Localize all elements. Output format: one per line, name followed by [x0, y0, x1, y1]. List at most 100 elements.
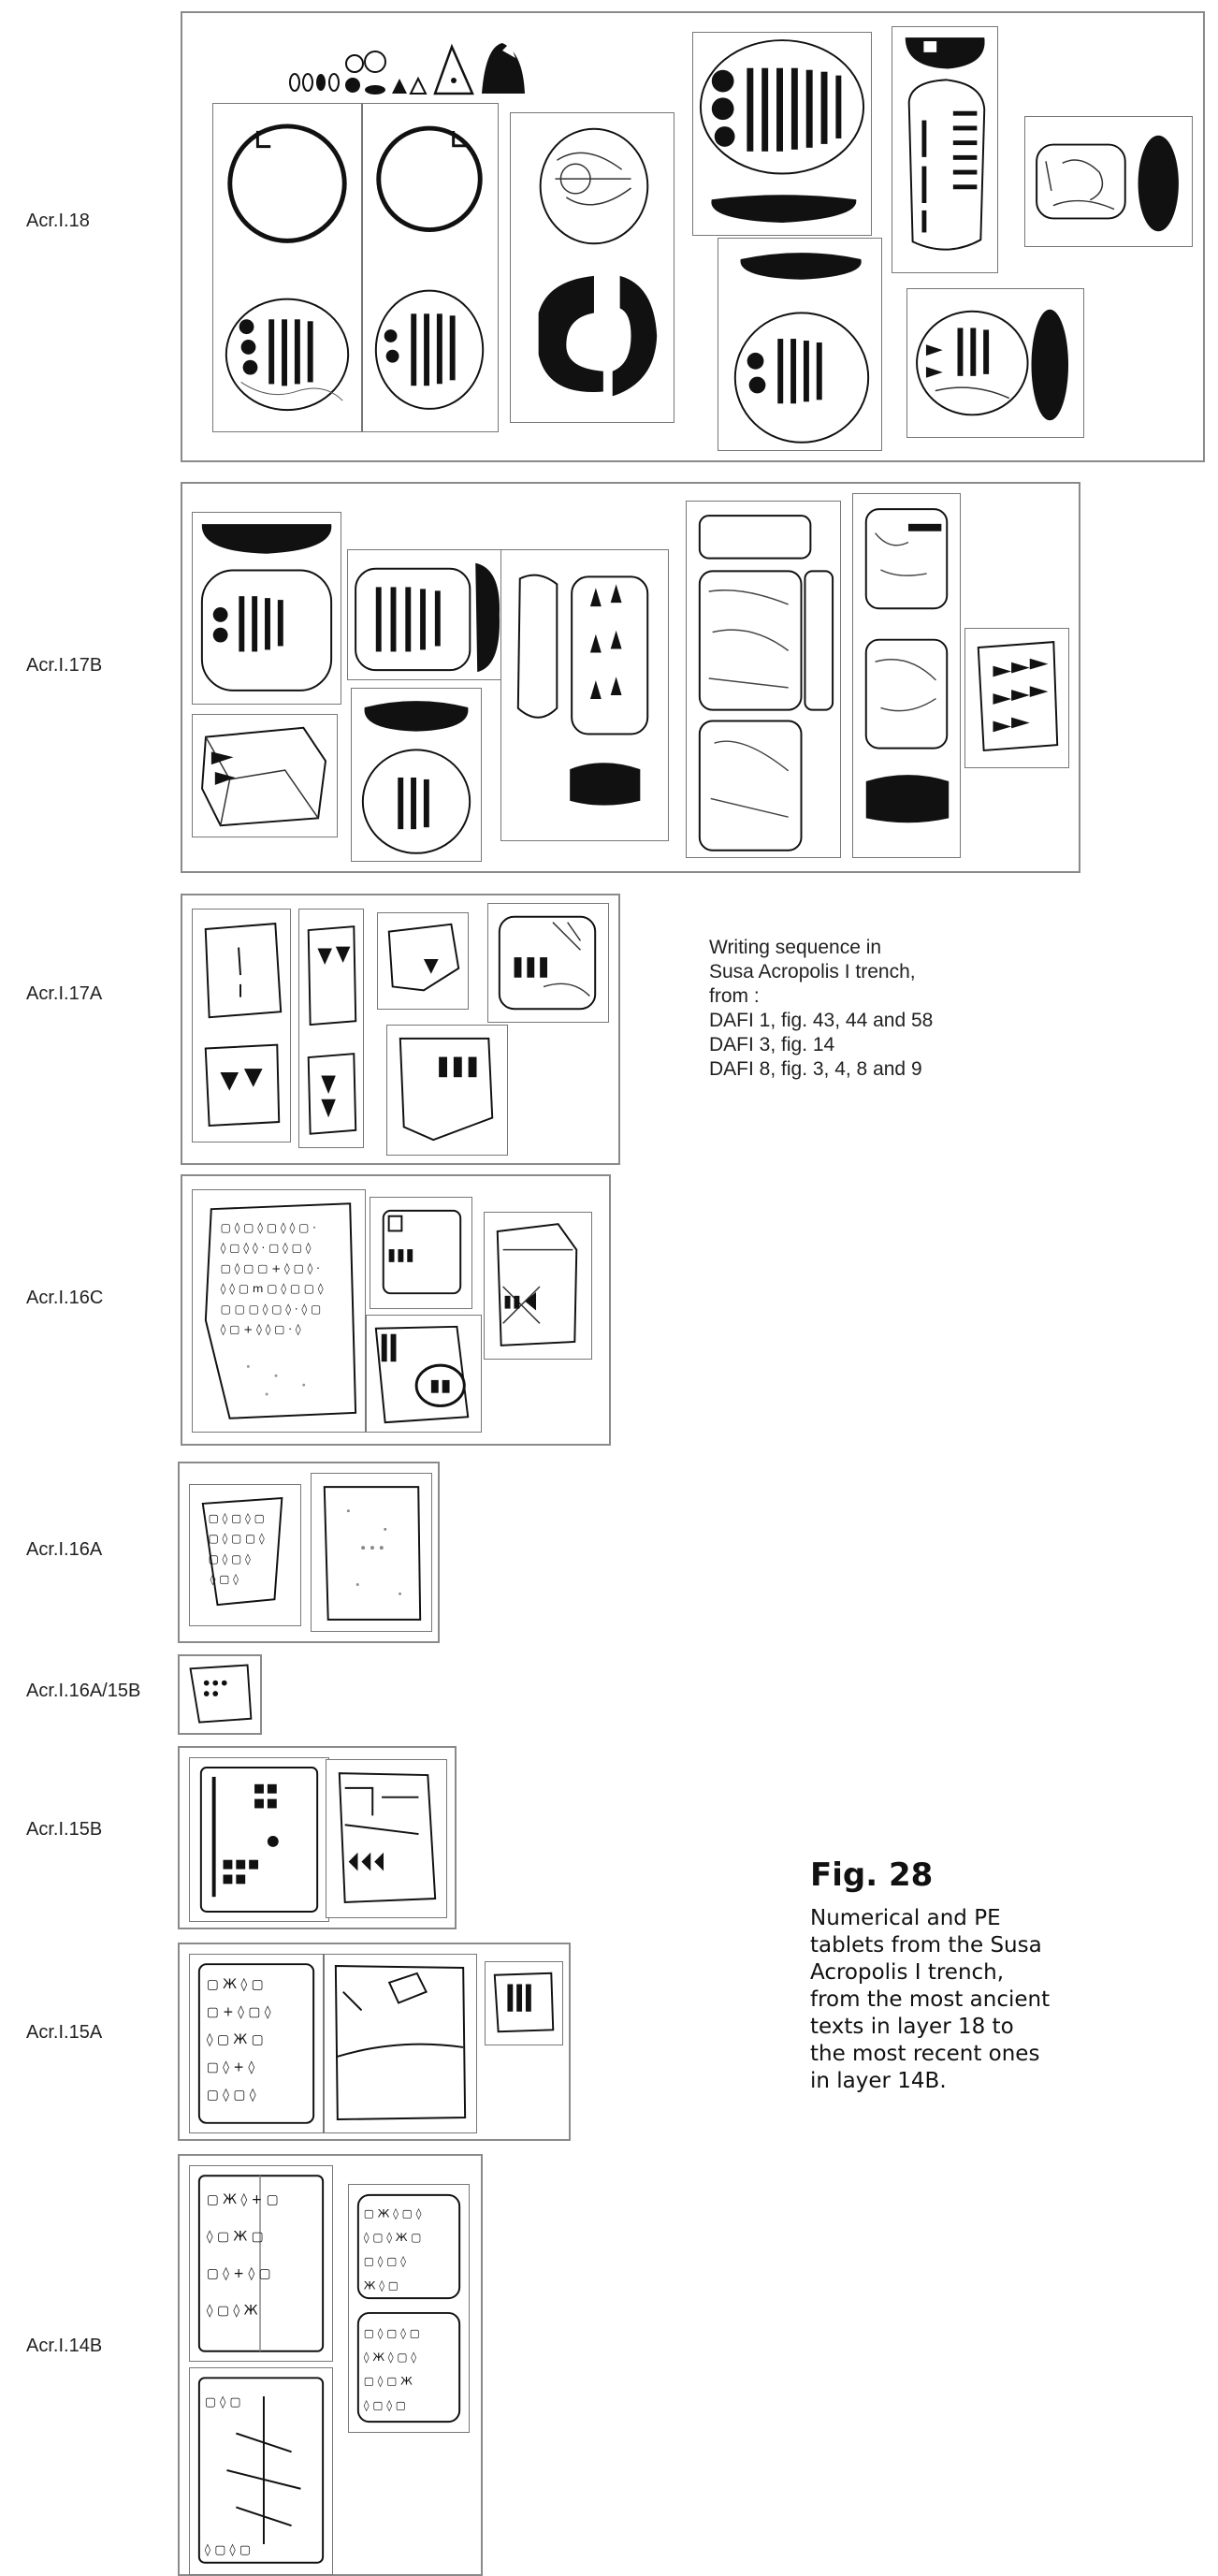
- panel-layer-15a: ▢ Ж ◊ ▢ ▢ + ◊ ▢ ◊ ◊ ▢ Ж ▢ ▢ ◊ + ◊ ▢ ◊ ▢ …: [178, 1943, 571, 2141]
- bulla-outline-box-2: [362, 103, 499, 432]
- svg-text:Ж ◊ ▢: Ж ◊ ▢: [364, 2278, 399, 2292]
- panel-layer-14b: ▢ Ж ◊ + ▢ ◊ ▢ Ж ▢ ▢ ◊ + ◊ ▢ ◊ ▢ ◊ Ж ▢ ◊ …: [178, 2154, 483, 2576]
- panel-layer-16a-15b: [178, 1654, 262, 1735]
- svg-text:▢ Ж ◊ + ▢: ▢ Ж ◊ + ▢: [207, 2192, 279, 2207]
- layer-label-16c: Acr.I.16C: [26, 1288, 104, 1308]
- tablet-box-4: [718, 238, 882, 451]
- tablet-box-15b-2: [326, 1759, 447, 1918]
- svg-text:▢ ◊ ▢: ▢ ◊ ▢: [205, 2395, 241, 2409]
- source-note-line: Susa Acropolis I trench,: [709, 961, 916, 982]
- tablet-box-17a-2: [298, 909, 364, 1148]
- svg-text:◊ ▢ ◊ ◊ · ▢ ◊ ▢ ◊: ◊ ▢ ◊ ◊ · ▢ ◊ ▢ ◊: [221, 1242, 312, 1255]
- source-note: Writing sequence in Susa Acropolis I tre…: [709, 936, 933, 1082]
- svg-text:◊ ▢ ◊ Ж: ◊ ▢ ◊ Ж: [207, 2303, 258, 2318]
- tablet-box-3: [1024, 116, 1193, 247]
- layer-label-17a: Acr.I.17A: [26, 983, 103, 1004]
- panel-layer-17a: [181, 894, 620, 1165]
- caption-line: Acropolis I trench,: [810, 1960, 1005, 1985]
- figure-caption: Numerical and PE tablets from the Susa A…: [810, 1905, 1091, 2095]
- svg-text:▢ ◊ ▢ ◊ ▢: ▢ ◊ ▢ ◊ ▢: [209, 1512, 265, 1525]
- layer-label-18: Acr.I.18: [26, 211, 90, 231]
- token-row-drawing: [289, 43, 525, 95]
- layer-label-16a: Acr.I.16A: [26, 1539, 103, 1560]
- panel-layer-18: [181, 11, 1205, 462]
- tablet-box-5: [906, 288, 1084, 438]
- svg-text:▢ ◊ ▢ ▢ ◊: ▢ ◊ ▢ ▢ ◊: [209, 1532, 265, 1545]
- caption-line: texts in layer 18 to: [810, 2015, 1014, 2039]
- svg-text:▢ ◊ ▢ ◊ ▢ ◊ ◊ ▢ ·: ▢ ◊ ▢ ◊ ▢ ◊ ◊ ▢ ·: [221, 1221, 316, 1234]
- svg-text:◊ ◊ ▢ m ▢ ◊ ▢ ▢ ◊: ◊ ◊ ▢ m ▢ ◊ ▢ ▢ ◊: [221, 1282, 324, 1295]
- tablet-box-15a-3: [485, 1961, 563, 2045]
- svg-text:◊ ▢ ◊ ▢: ◊ ▢ ◊ ▢: [364, 2398, 406, 2411]
- source-note-line: DAFI 8, fig. 3, 4, 8 and 9: [709, 1058, 922, 1080]
- tablet-box-16a-1: ▢ ◊ ▢ ◊ ▢ ▢ ◊ ▢ ▢ ◊ ▢ ◊ ▢ ◊ ◊ ▢ ◊: [189, 1484, 301, 1626]
- source-note-line: from :: [709, 985, 760, 1007]
- svg-text:▢ ◊ ▢ ◊: ▢ ◊ ▢ ◊: [364, 2255, 406, 2268]
- caption-line: in layer 14B.: [810, 2069, 947, 2093]
- tablet-box-16c-1: ▢ ◊ ▢ ◊ ▢ ◊ ◊ ▢ · ◊ ▢ ◊ ◊ · ▢ ◊ ▢ ◊ ▢ ◊ …: [192, 1189, 366, 1433]
- source-note-line: DAFI 3, fig. 14: [709, 1034, 835, 1055]
- svg-text:▢ ▢ ▢ ◊ ▢ ◊ · ◊ ▢: ▢ ▢ ▢ ◊ ▢ ◊ · ◊ ▢: [221, 1303, 322, 1316]
- tablet-box-17b-7: [852, 493, 961, 858]
- tablet-box-16a-2: [311, 1473, 432, 1632]
- layer-label-17b: Acr.I.17B: [26, 655, 103, 676]
- svg-text:▢ ◊ ▢ Ж: ▢ ◊ ▢ Ж: [364, 2375, 413, 2388]
- layer-label-15b: Acr.I.15B: [26, 1819, 103, 1840]
- tablet-box-17b-2: [192, 714, 338, 837]
- panel-layer-16c: ▢ ◊ ▢ ◊ ▢ ◊ ◊ ▢ · ◊ ▢ ◊ ◊ · ▢ ◊ ▢ ◊ ▢ ◊ …: [181, 1174, 611, 1446]
- tablet-box-16c-3: [366, 1315, 482, 1433]
- source-note-line: DAFI 1, fig. 43, 44 and 58: [709, 1010, 934, 1031]
- svg-text:▢ ◊ + ◊ ▢: ▢ ◊ + ◊ ▢: [207, 2266, 271, 2281]
- envelope-fragment-box: [510, 112, 674, 423]
- tablet-box-17b-8: [964, 628, 1069, 768]
- tablet-box-14b-1: ▢ Ж ◊ + ▢ ◊ ▢ Ж ▢ ▢ ◊ + ◊ ▢ ◊ ▢ ◊ Ж: [189, 2165, 333, 2362]
- layer-label-15a: Acr.I.15A: [26, 2022, 103, 2043]
- tablet-box-17a-3: [377, 912, 469, 1010]
- svg-text:▢ ◊ ▢ ◊: ▢ ◊ ▢ ◊: [209, 1552, 251, 1565]
- tablet-box-17b-6: [686, 501, 841, 858]
- svg-text:▢ ◊ ▢ ◊: ▢ ◊ ▢ ◊: [207, 2088, 256, 2103]
- figure-title: Fig. 28: [810, 1856, 934, 1894]
- svg-text:◊ ▢ Ж ▢: ◊ ▢ Ж ▢: [207, 2032, 264, 2047]
- tablet-box-17b-5: [500, 549, 669, 841]
- tablet-box-16c-2: [370, 1197, 472, 1309]
- svg-text:◊ ▢ + ◊ ◊ ▢ · ◊: ◊ ▢ + ◊ ◊ ▢ · ◊: [221, 1323, 301, 1336]
- svg-text:▢ ◊ ▢ ◊ ▢: ▢ ◊ ▢ ◊ ▢: [364, 2327, 420, 2340]
- svg-text:▢ ◊ ▢ ▢ + ◊ ▢ ◊ ·: ▢ ◊ ▢ ▢ + ◊ ▢ ◊ ·: [221, 1261, 320, 1274]
- tablet-box-1: [692, 32, 872, 236]
- svg-text:◊ Ж ◊ ▢ ◊: ◊ Ж ◊ ▢ ◊: [364, 2350, 417, 2364]
- tablet-box-16c-4: [484, 1212, 592, 1360]
- panel-layer-17b: [181, 482, 1080, 873]
- tablet-box-14b-2: ▢ ◊ ▢ ◊ ▢ ◊ ▢: [189, 2367, 333, 2575]
- svg-text:▢ Ж ◊ ▢: ▢ Ж ◊ ▢: [207, 1977, 264, 1992]
- tablet-box-15a-1: ▢ Ж ◊ ▢ ▢ + ◊ ▢ ◊ ◊ ▢ Ж ▢ ▢ ◊ + ◊ ▢ ◊ ▢ …: [189, 1954, 324, 2133]
- svg-text:▢ ◊ + ◊: ▢ ◊ + ◊: [207, 2060, 255, 2075]
- tablet-box-17a-1: [192, 909, 291, 1142]
- panel-layer-16a: ▢ ◊ ▢ ◊ ▢ ▢ ◊ ▢ ▢ ◊ ▢ ◊ ▢ ◊ ◊ ▢ ◊: [178, 1462, 440, 1643]
- tablet-box-17a-5: [386, 1025, 508, 1156]
- tablet-box-17b-1: [192, 512, 341, 705]
- panel-layer-15b: [178, 1746, 457, 1929]
- bulla-outline-box: [212, 103, 362, 432]
- tablet-box-15a-2: [324, 1954, 477, 2133]
- layer-label-16a-15b: Acr.I.16A/15B: [26, 1681, 141, 1701]
- tablet-box-17b-3: [347, 549, 506, 680]
- svg-text:▢ Ж ◊ ▢ ◊: ▢ Ж ◊ ▢ ◊: [364, 2207, 422, 2220]
- caption-line: the most recent ones: [810, 2042, 1040, 2066]
- svg-text:▢ + ◊ ▢ ◊: ▢ + ◊ ▢ ◊: [207, 2004, 271, 2019]
- svg-text:◊ ▢ ◊ ▢: ◊ ▢ ◊ ▢: [205, 2543, 251, 2557]
- svg-text:◊ ▢ ◊ Ж ▢: ◊ ▢ ◊ Ж ▢: [364, 2231, 422, 2244]
- source-note-line: Writing sequence in: [709, 937, 882, 958]
- caption-line: tablets from the Susa: [810, 1933, 1042, 1957]
- tablet-box-14b-3: ▢ Ж ◊ ▢ ◊ ◊ ▢ ◊ Ж ▢ ▢ ◊ ▢ ◊ Ж ◊ ▢ ▢ ◊ ▢ …: [348, 2184, 470, 2433]
- caption-line: from the most ancient: [810, 1987, 1051, 2012]
- svg-text:◊ ▢ ◊: ◊ ▢ ◊: [210, 1573, 239, 1586]
- svg-text:◊ ▢ Ж ▢: ◊ ▢ Ж ▢: [207, 2229, 264, 2244]
- caption-line: Numerical and PE: [810, 1906, 1001, 1930]
- tablet-box-2: [892, 26, 998, 273]
- tablet-box-17b-4: [351, 688, 482, 862]
- tablet-16a-15b-drawing: [189, 1664, 253, 1724]
- layer-label-14b: Acr.I.14B: [26, 2336, 103, 2356]
- tablet-box-17a-4: [487, 903, 609, 1023]
- tablet-box-15b-1: [189, 1757, 329, 1922]
